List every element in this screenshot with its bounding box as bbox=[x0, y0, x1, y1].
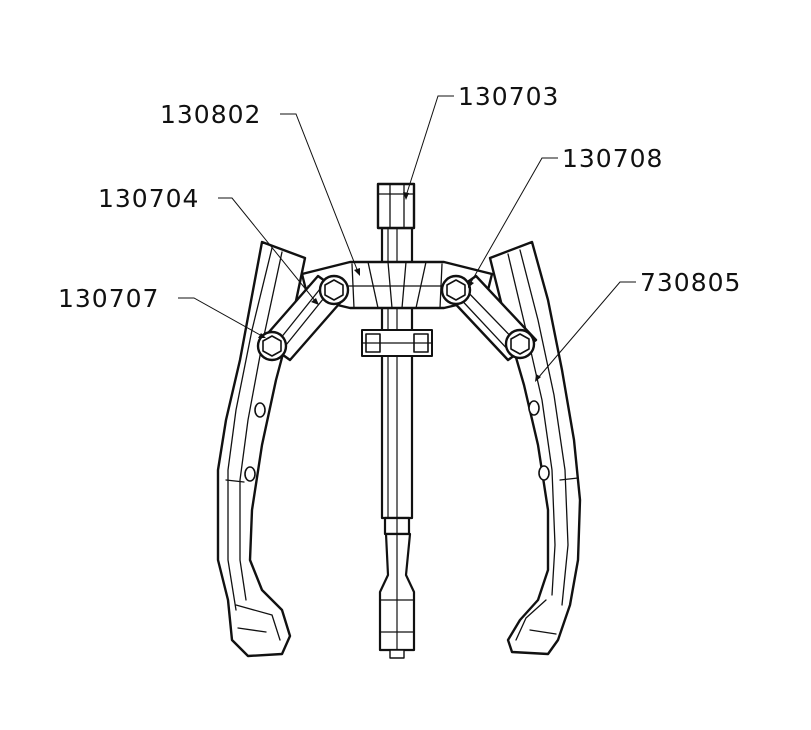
right-upper-bolt bbox=[440, 274, 472, 306]
callout-130802: 130802 bbox=[160, 100, 261, 129]
left-lower-bolt bbox=[256, 330, 288, 362]
callout-130708: 130708 bbox=[562, 144, 663, 173]
left-upper-bolt bbox=[318, 274, 350, 306]
center-cross-bolt bbox=[361, 329, 433, 357]
leader-lines bbox=[178, 95, 636, 382]
callout-130703: 130703 bbox=[458, 82, 559, 111]
callout-130707: 130707 bbox=[58, 284, 159, 313]
callout-730805: 730805 bbox=[640, 268, 741, 297]
callout-130704: 130704 bbox=[98, 184, 199, 213]
spindle-tip bbox=[378, 532, 416, 659]
spindle-hex-head bbox=[376, 182, 416, 230]
right-lower-bolt bbox=[504, 328, 536, 360]
